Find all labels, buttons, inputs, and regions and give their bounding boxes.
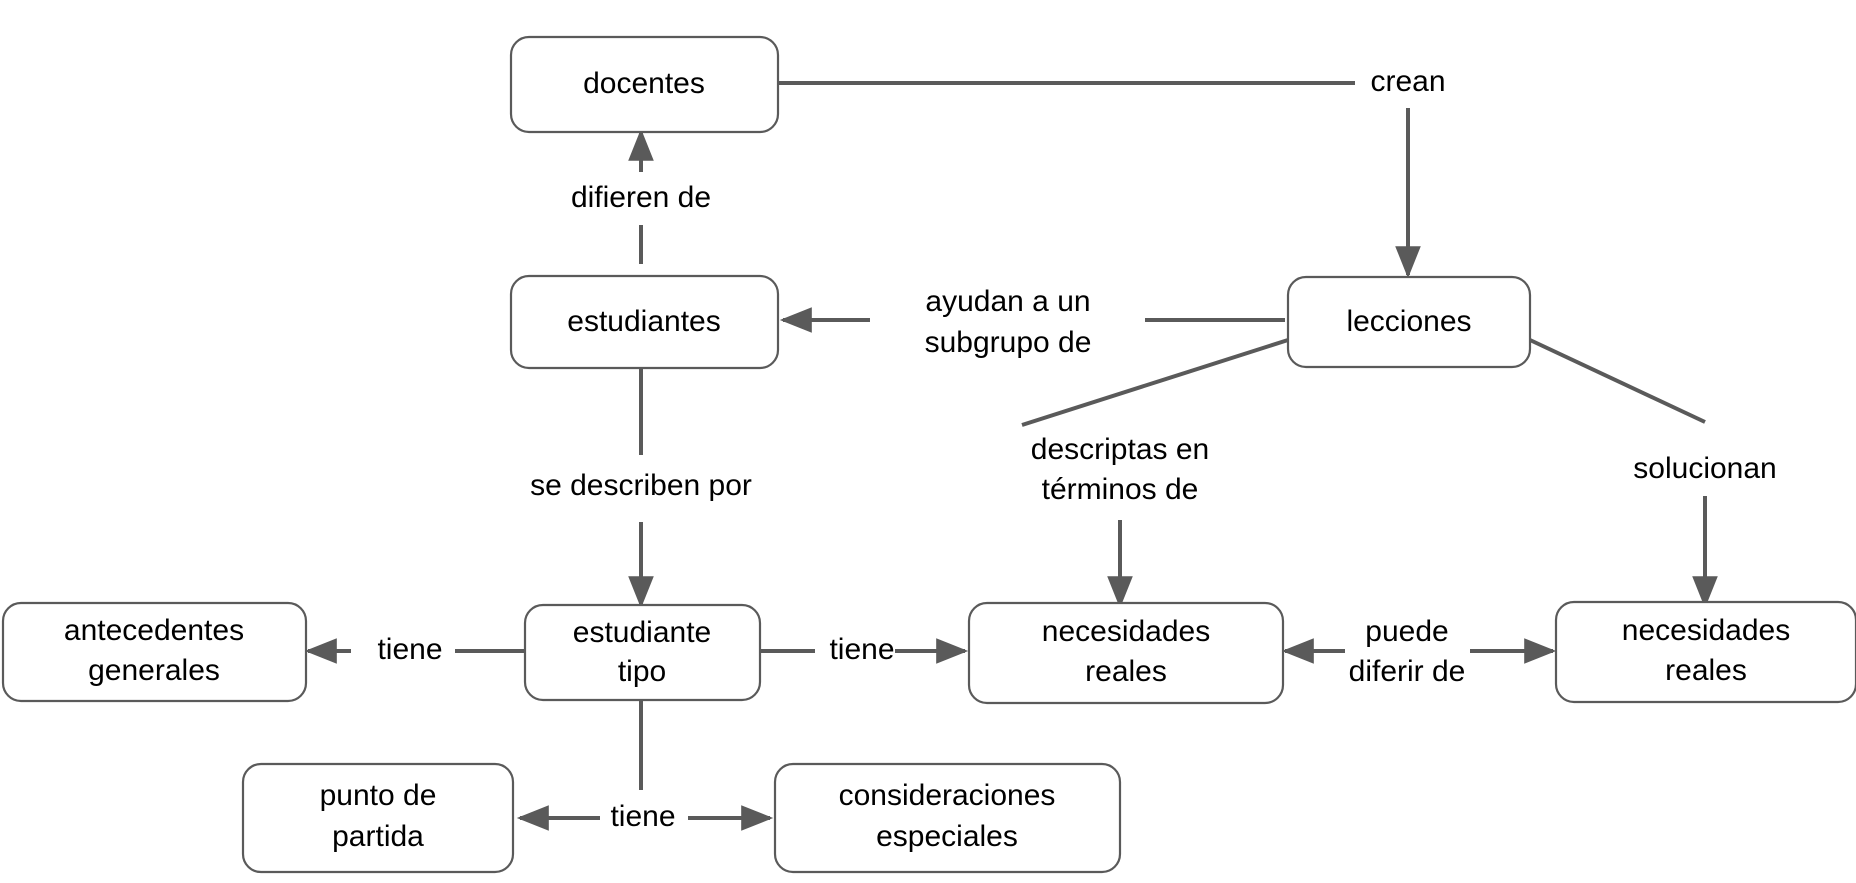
edge-label-puede-diferir-line2: diferir de [1349, 655, 1466, 688]
edge-label-ayudan-a-un-subgrupo-de: ayudan a un subgrupo de [925, 285, 1092, 359]
edge-label-ayudan-line1: ayudan a un [925, 285, 1090, 318]
node-consideraciones-especiales-label-line1: consideraciones [839, 779, 1056, 812]
node-necesidades-reales-1-label-line2: reales [1085, 655, 1167, 688]
link-lecciones-solucionan [1529, 338, 1718, 609]
node-docentes[interactable]: docentes [509, 35, 780, 134]
edge-label-descriptas-line1: descriptas en [1031, 433, 1209, 466]
edge-label-tiene-antecedentes-text: tiene [377, 633, 442, 666]
edge-label-ayudan-line2: subgrupo de [925, 326, 1092, 359]
node-punto-de-partida-label-line1: punto de [320, 779, 437, 812]
node-punto-de-partida[interactable]: punto de partida [241, 762, 515, 874]
node-estudiantes[interactable]: estudiantes [509, 274, 780, 370]
node-antecedentes-generales[interactable]: antecedentes generales [1, 601, 308, 703]
edge-label-se-describen-por: se describen por [530, 469, 752, 502]
node-lecciones[interactable]: lecciones [1286, 275, 1532, 369]
edge-label-se-describen-por-text: se describen por [530, 469, 752, 502]
edge-label-descriptas-line2: términos de [1042, 473, 1199, 506]
edge-label-tiene-necesidades: tiene [829, 633, 894, 666]
node-estudiante-tipo-label-line1: estudiante [573, 616, 711, 649]
edge-label-difieren-de: difieren de [571, 181, 711, 214]
node-docentes-label: docentes [583, 67, 705, 100]
edge-label-solucionan: solucionan [1633, 452, 1776, 485]
edge-label-puede-diferir-line1: puede [1365, 615, 1448, 648]
node-estudiante-tipo-label-line2: tipo [618, 655, 666, 688]
edge-label-descriptas-en-terminos-de: descriptas en términos de [1031, 433, 1209, 506]
node-punto-de-partida-label-line2: partida [332, 820, 424, 853]
node-necesidades-reales-2-label-line2: reales [1665, 654, 1747, 687]
node-antecedentes-generales-label-line1: antecedentes [64, 614, 244, 647]
node-necesidades-reales-2-label-line1: necesidades [1622, 614, 1790, 647]
edge-label-tiene-bottom-text: tiene [610, 800, 675, 833]
edge-label-tiene-bottom: tiene [610, 800, 675, 833]
edge-label-crean: crean [1370, 65, 1445, 98]
link-lecciones-descriptas [1021, 338, 1289, 609]
node-lecciones-label: lecciones [1346, 305, 1471, 338]
node-necesidades-reales-1[interactable]: necesidades reales [967, 601, 1285, 705]
edge-label-puede-diferir-de: puede diferir de [1349, 615, 1466, 688]
edge-label-solucionan-text: solucionan [1633, 452, 1776, 485]
edge-label-difieren-de-text: difieren de [571, 181, 711, 214]
node-consideraciones-especiales[interactable]: consideraciones especiales [773, 762, 1122, 874]
node-estudiante-tipo[interactable]: estudiante tipo [523, 603, 762, 702]
node-estudiantes-label: estudiantes [567, 305, 720, 338]
edge-label-tiene-antecedentes: tiene [377, 633, 442, 666]
node-antecedentes-generales-label-line2: generales [88, 654, 220, 687]
edge-label-tiene-necesidades-text: tiene [829, 633, 894, 666]
node-necesidades-reales-2[interactable]: necesidades reales [1554, 600, 1856, 704]
edge-label-crean-text: crean [1370, 65, 1445, 98]
node-necesidades-reales-1-label-line1: necesidades [1042, 615, 1210, 648]
node-consideraciones-especiales-label-line2: especiales [876, 820, 1018, 853]
